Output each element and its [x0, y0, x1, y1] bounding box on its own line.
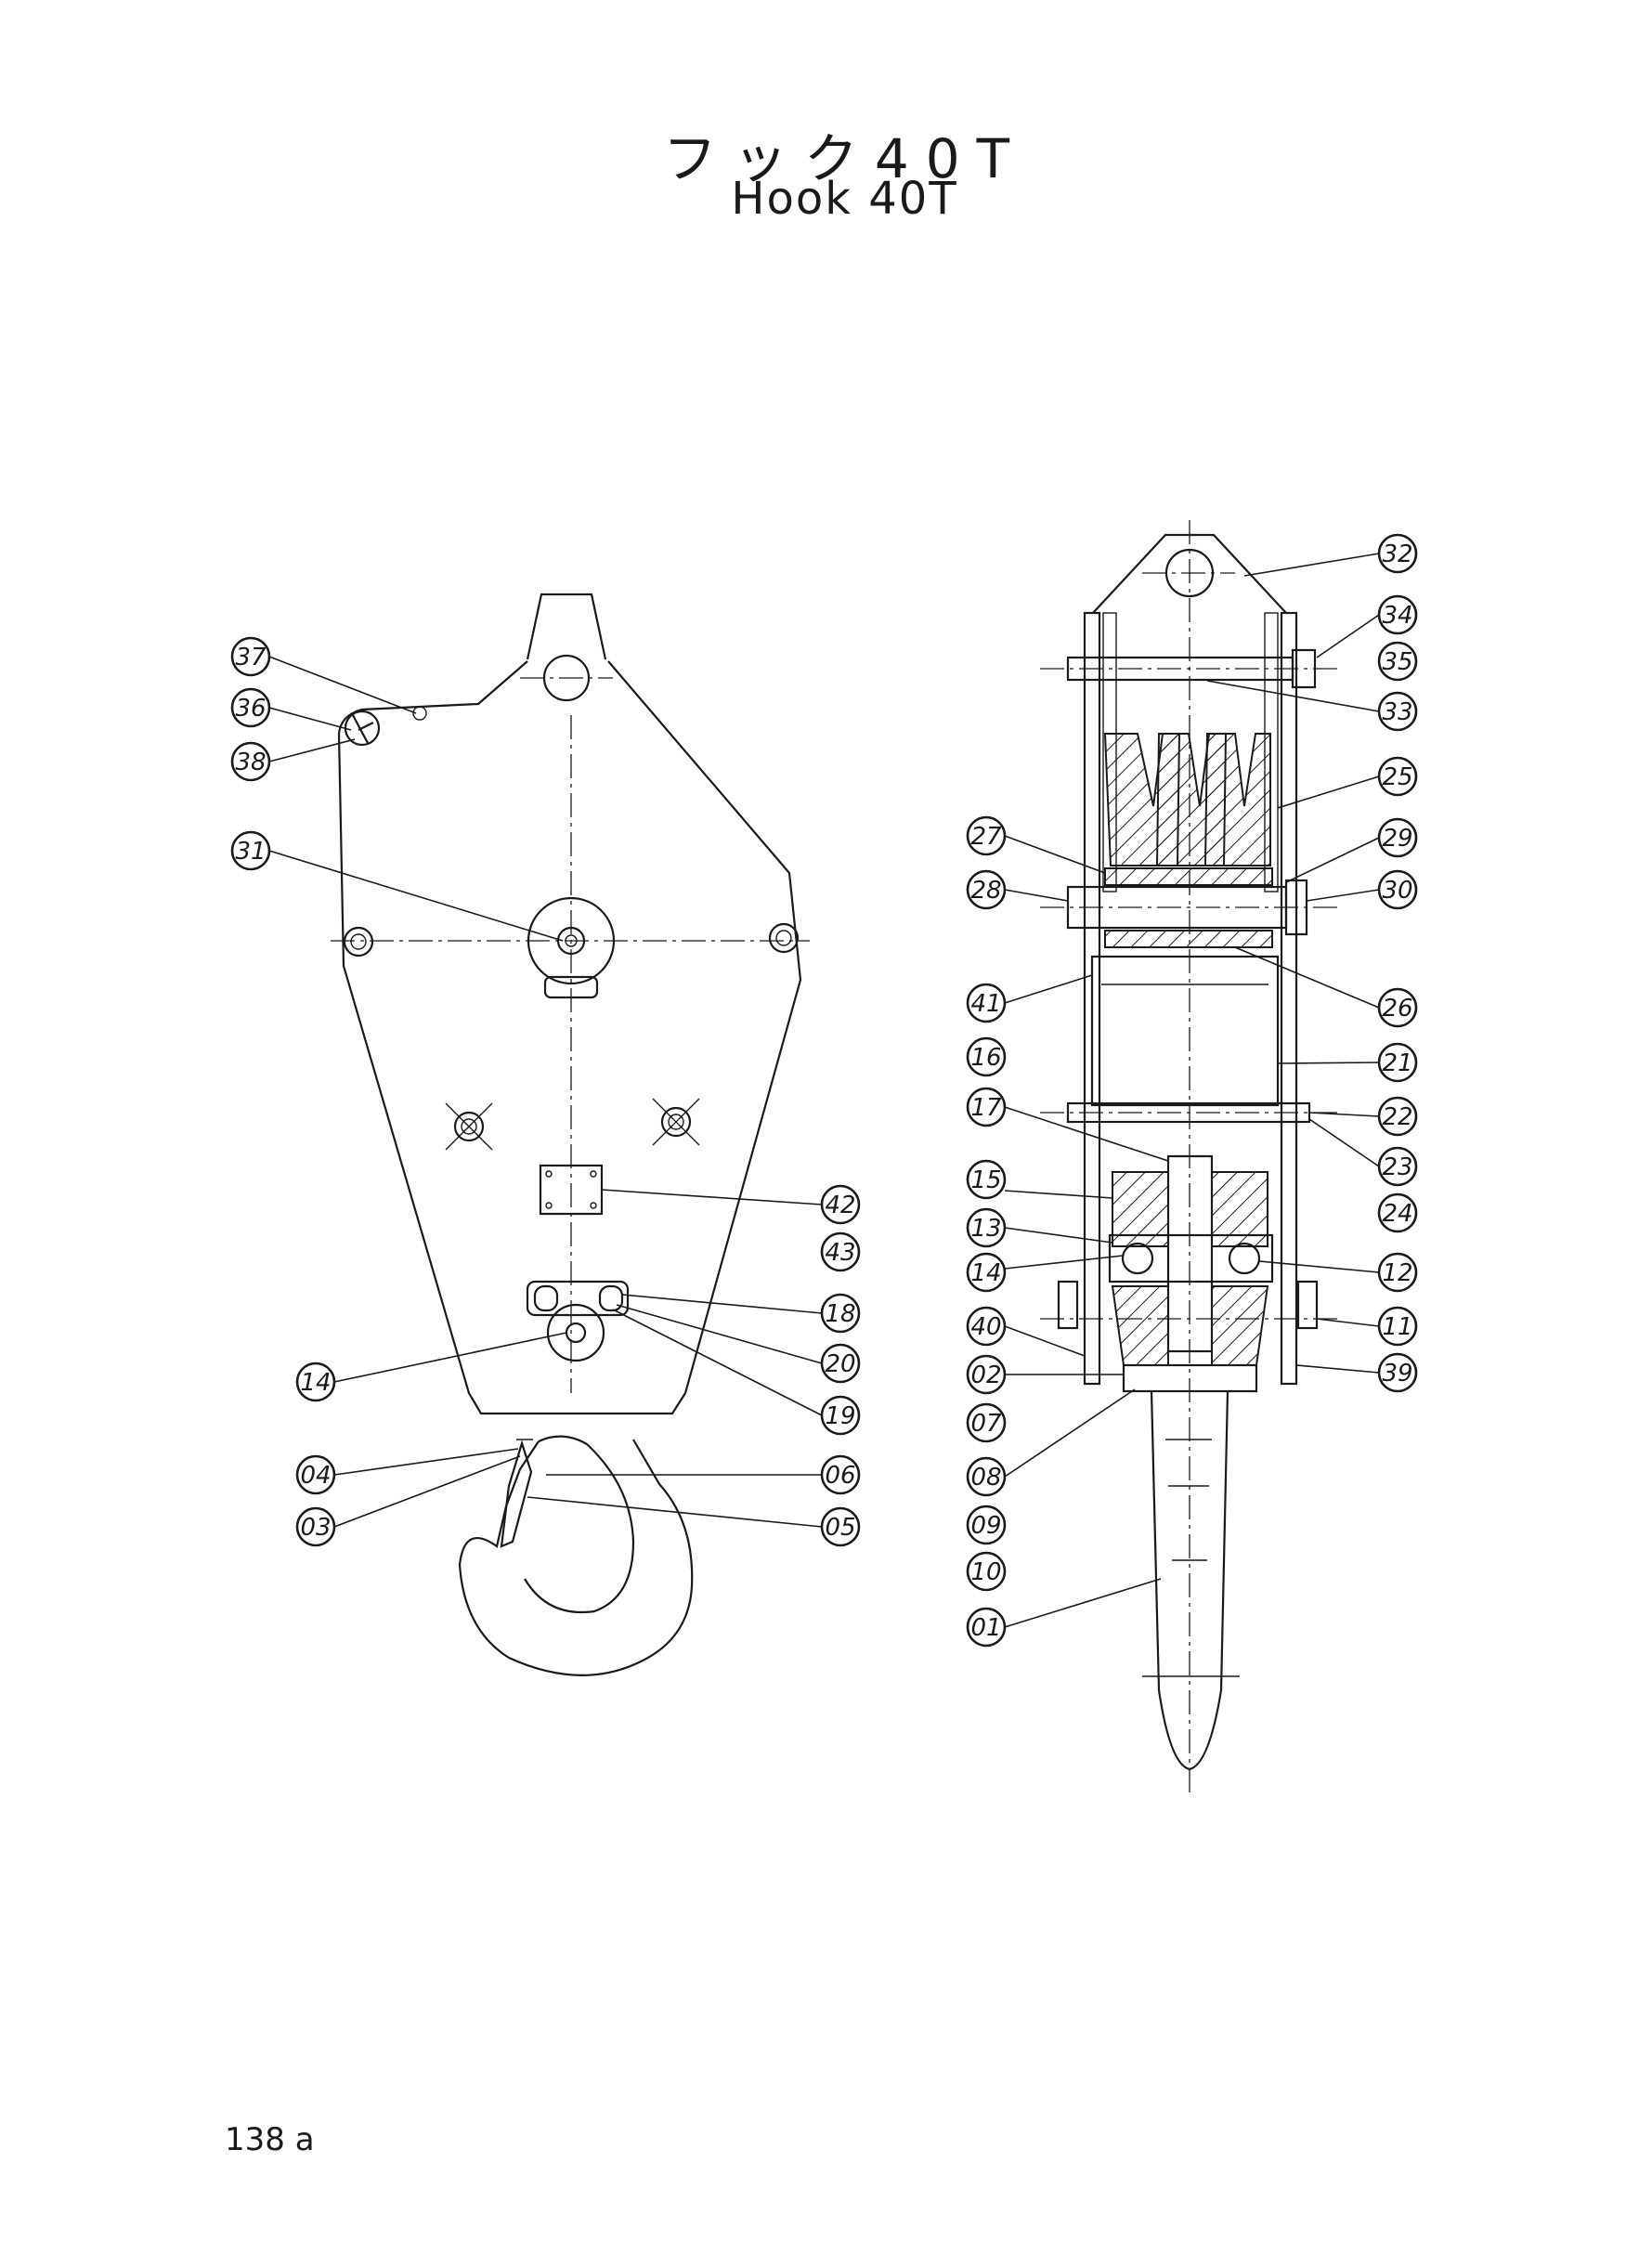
callout-24: 24: [1377, 1192, 1418, 1233]
callout-40: 40: [966, 1306, 1007, 1347]
svg-text:13: 13: [970, 1215, 1001, 1243]
callout-32: 32: [1377, 533, 1418, 574]
svg-text:11: 11: [1382, 1313, 1412, 1341]
callout-12: 12: [1377, 1252, 1418, 1293]
callout-35: 35: [1377, 641, 1418, 682]
callout-30: 30: [1377, 869, 1418, 910]
svg-text:32: 32: [1382, 541, 1412, 568]
svg-text:39: 39: [1382, 1360, 1412, 1388]
svg-text:16: 16: [970, 1044, 1001, 1072]
callout-37: 37: [230, 636, 271, 677]
callout-21: 21: [1377, 1042, 1418, 1083]
svg-text:09: 09: [970, 1512, 1001, 1540]
callout-14-right: 14: [966, 1252, 1007, 1293]
callout-22: 22: [1377, 1096, 1418, 1137]
callout-20: 20: [820, 1343, 861, 1384]
leader-lines: [268, 553, 1380, 1628]
callout-27: 27: [966, 815, 1007, 856]
callout-09: 09: [966, 1505, 1007, 1545]
svg-text:34: 34: [1382, 602, 1412, 630]
svg-text:10: 10: [970, 1558, 1001, 1586]
svg-text:30: 30: [1382, 877, 1412, 905]
callout-06: 06: [820, 1454, 861, 1495]
callout-39: 39: [1377, 1352, 1418, 1393]
callout-29: 29: [1377, 817, 1418, 858]
callout-03: 03: [295, 1506, 336, 1547]
svg-text:17: 17: [970, 1094, 1002, 1122]
callout-05: 05: [820, 1506, 861, 1547]
callouts-left: 37 36 38 31 42 43 18 20 19 14 04 03 06 0…: [230, 636, 861, 1547]
svg-text:01: 01: [970, 1614, 1001, 1642]
svg-text:22: 22: [1382, 1103, 1412, 1131]
svg-text:33: 33: [1382, 698, 1412, 726]
callout-04: 04: [295, 1454, 336, 1495]
callout-11: 11: [1377, 1306, 1418, 1347]
svg-text:35: 35: [1382, 648, 1412, 676]
svg-text:06: 06: [825, 1462, 855, 1490]
callout-01: 01: [966, 1607, 1007, 1648]
front-view: [331, 593, 810, 1676]
side-section-view: [1040, 520, 1337, 1792]
callout-42: 42: [820, 1184, 861, 1225]
svg-text:31: 31: [235, 838, 266, 866]
svg-text:03: 03: [300, 1514, 331, 1542]
callouts-right: 32 34 35 33 25 27 29 28 30 41 26 16 21 1…: [966, 533, 1418, 1648]
svg-text:37: 37: [235, 644, 267, 671]
callout-08: 08: [966, 1456, 1007, 1497]
callout-26: 26: [1377, 987, 1418, 1028]
svg-text:24: 24: [1382, 1200, 1412, 1228]
callout-38: 38: [230, 741, 271, 782]
svg-text:04: 04: [300, 1462, 331, 1490]
svg-text:43: 43: [825, 1239, 855, 1267]
svg-text:26: 26: [1382, 995, 1412, 1023]
callout-18: 18: [820, 1293, 861, 1334]
svg-text:20: 20: [825, 1350, 855, 1378]
callout-15: 15: [966, 1159, 1007, 1200]
svg-text:12: 12: [1382, 1259, 1412, 1287]
svg-text:36: 36: [235, 695, 266, 723]
title-japanese: フック40T: [662, 127, 1027, 190]
callout-25: 25: [1377, 756, 1418, 797]
callout-43: 43: [820, 1231, 861, 1272]
callout-33: 33: [1377, 691, 1418, 732]
callout-13: 13: [966, 1207, 1007, 1248]
svg-text:25: 25: [1382, 763, 1412, 791]
callout-41: 41: [966, 983, 1007, 1023]
svg-text:07: 07: [970, 1410, 1002, 1438]
svg-text:19: 19: [825, 1402, 855, 1430]
svg-text:15: 15: [970, 1166, 1001, 1194]
callout-23: 23: [1377, 1146, 1418, 1187]
page-number: 138 a: [225, 2121, 315, 2158]
svg-text:08: 08: [970, 1464, 1001, 1492]
callout-31: 31: [230, 830, 271, 871]
svg-text:02: 02: [970, 1362, 1001, 1389]
svg-text:29: 29: [1382, 825, 1412, 853]
callout-02: 02: [966, 1354, 1007, 1395]
callout-19: 19: [820, 1395, 861, 1436]
callout-10: 10: [966, 1551, 1007, 1592]
callout-34: 34: [1377, 594, 1418, 635]
callout-14-left: 14: [295, 1362, 336, 1402]
svg-text:23: 23: [1382, 1153, 1412, 1181]
svg-text:14: 14: [300, 1369, 331, 1397]
svg-text:42: 42: [825, 1192, 855, 1219]
callout-28: 28: [966, 869, 1007, 910]
callout-36: 36: [230, 687, 271, 728]
callout-17: 17: [966, 1087, 1007, 1127]
svg-text:41: 41: [970, 990, 1001, 1018]
svg-text:40: 40: [970, 1313, 1001, 1341]
svg-text:05: 05: [825, 1514, 855, 1542]
svg-text:14: 14: [970, 1259, 1001, 1287]
callout-16: 16: [966, 1036, 1007, 1077]
svg-text:27: 27: [970, 823, 1002, 851]
svg-text:38: 38: [235, 749, 266, 776]
svg-text:21: 21: [1382, 1049, 1412, 1077]
callout-07: 07: [966, 1402, 1007, 1443]
svg-text:28: 28: [970, 877, 1001, 905]
svg-text:18: 18: [825, 1300, 855, 1328]
title-english: Hook 40T: [731, 173, 958, 225]
